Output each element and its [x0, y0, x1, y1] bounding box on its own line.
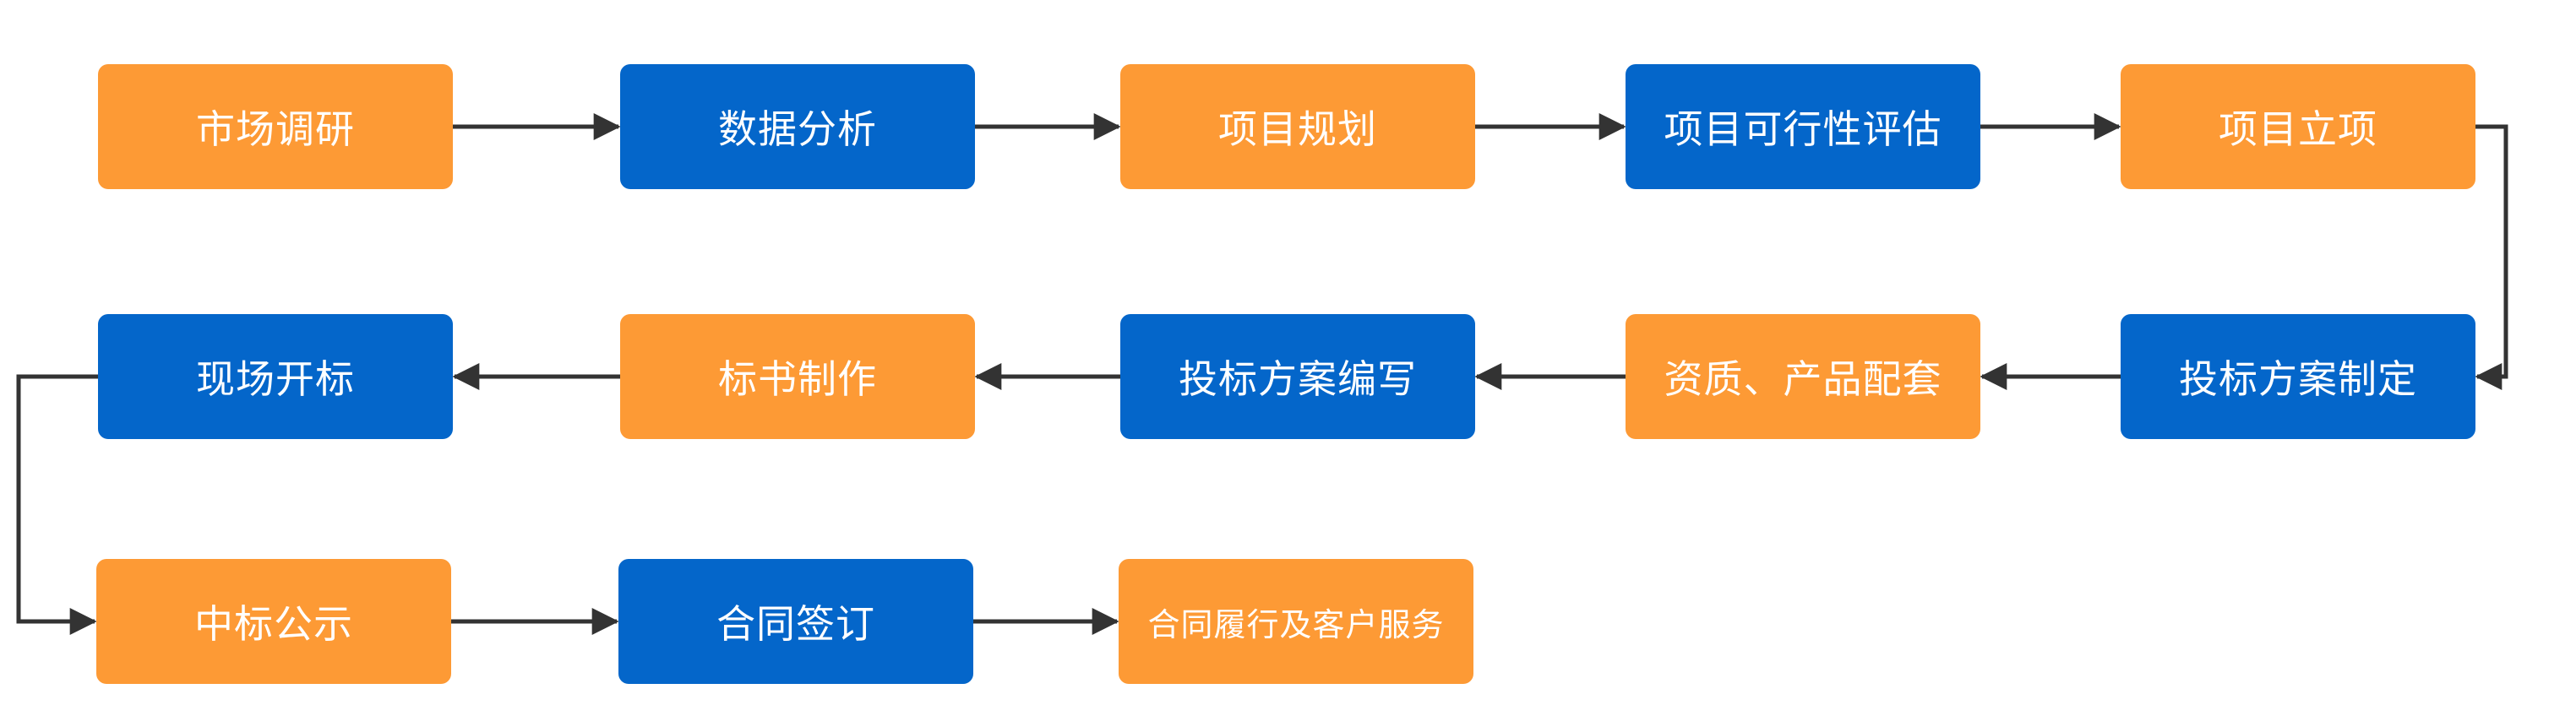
node-contract-signing[interactable]: 合同签订: [618, 559, 973, 684]
connector-arrow-10: [16, 374, 98, 635]
node-winning-bid-announcement[interactable]: 中标公示: [96, 559, 451, 684]
node-project-approval[interactable]: 项目立项: [2121, 64, 2475, 189]
node-bid-document-production[interactable]: 标书制作: [620, 314, 975, 439]
node-project-planning[interactable]: 项目规划: [1120, 64, 1475, 189]
node-market-research[interactable]: 市场调研: [98, 64, 453, 189]
connector-arrow-5: [2475, 124, 2508, 390]
node-bid-plan-formulation[interactable]: 投标方案制定: [2121, 314, 2475, 439]
node-qualification-products[interactable]: 资质、产品配套: [1626, 314, 1980, 439]
node-bid-opening[interactable]: 现场开标: [98, 314, 453, 439]
node-data-analysis[interactable]: 数据分析: [620, 64, 975, 189]
node-feasibility-evaluation[interactable]: 项目可行性评估: [1626, 64, 1980, 189]
node-contract-fulfillment-service[interactable]: 合同履行及客户服务: [1119, 559, 1473, 684]
node-bid-plan-writing[interactable]: 投标方案编写: [1120, 314, 1475, 439]
